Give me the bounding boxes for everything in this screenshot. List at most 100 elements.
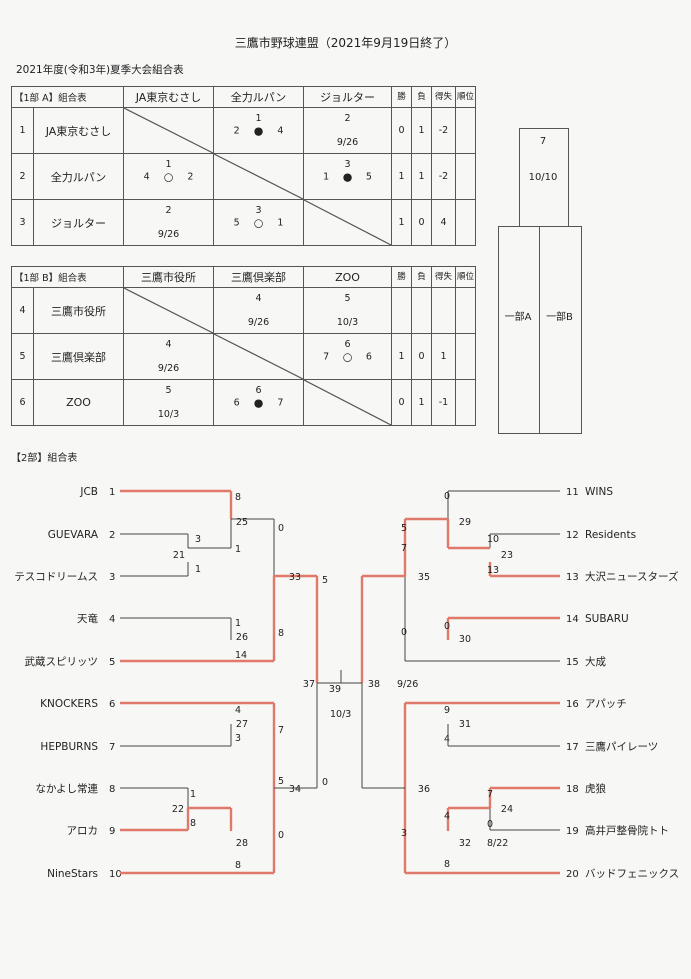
match-cell <box>213 153 304 200</box>
score: 7 <box>278 725 284 736</box>
team-name: 三鷹パイレーツ <box>585 740 658 753</box>
score: 0 <box>444 621 450 632</box>
score: 5 <box>278 776 284 787</box>
team-number: 4 <box>11 287 34 334</box>
match-cell <box>213 333 304 380</box>
game-number: 23 <box>501 550 513 561</box>
game-date: 9/26 <box>397 679 418 690</box>
game-date: 9/26 <box>336 137 359 148</box>
team-number: 6 <box>109 699 115 710</box>
game-number: 32 <box>459 838 471 849</box>
self-match-diagonal <box>124 288 213 333</box>
score: 0 <box>278 830 284 841</box>
team-name: NineStars <box>47 868 98 880</box>
team-number: 1 <box>109 487 115 498</box>
team-number: 20 <box>566 869 579 880</box>
game-number: 29 <box>459 517 471 528</box>
team-number: 3 <box>109 572 115 583</box>
league_b-col-team: ZOO <box>303 266 392 288</box>
game-number: 25 <box>236 517 248 528</box>
rank <box>455 287 476 334</box>
score-left: 4 <box>143 171 150 182</box>
score: 4 <box>444 734 450 745</box>
game-number: 22 <box>172 804 184 815</box>
team-name: アロカ <box>67 825 99 837</box>
score: 14 <box>235 650 247 661</box>
score: 3 <box>195 534 201 545</box>
score: 7 <box>487 789 493 800</box>
team-number: 18 <box>566 784 579 795</box>
score: 4 <box>444 811 450 822</box>
game-number: 31 <box>459 719 471 730</box>
score: 1 <box>195 564 201 575</box>
team-number: 2 <box>11 153 34 200</box>
team-name: 大沢ニュースターズ <box>585 570 678 583</box>
score: 0 <box>444 491 450 502</box>
match-cell: 3 5 1 ○ <box>213 199 304 246</box>
score-right: 7 <box>277 397 284 408</box>
game-number: 3 <box>255 205 262 216</box>
losses: 0 <box>411 199 432 246</box>
team-number: 2 <box>109 530 115 541</box>
team-number: 7 <box>109 742 115 753</box>
game-number: 33 <box>289 572 301 583</box>
game-number: 3 <box>344 159 351 170</box>
team-number: 3 <box>11 199 34 246</box>
final-game-number: 7 <box>539 136 547 147</box>
game-number: 30 <box>459 634 471 645</box>
win-header: 勝 <box>391 86 412 108</box>
score-right: 1 <box>277 217 284 228</box>
team-number: 1 <box>11 107 34 154</box>
team-name: 全力ルパン <box>33 153 124 200</box>
team-number: 9 <box>109 826 115 837</box>
team-number: 5 <box>109 657 115 668</box>
rank <box>455 333 476 380</box>
score: 7 <box>401 543 407 554</box>
league_b-label: 【1部 B】組合表 <box>11 266 124 288</box>
team-number: 19 <box>566 826 579 837</box>
game-number: 4 <box>165 339 172 350</box>
score: 9 <box>444 705 450 716</box>
score: 8 <box>278 628 284 639</box>
score-left: 5 <box>233 217 240 228</box>
game-number: 6 <box>255 385 262 396</box>
rank-header: 順位 <box>455 266 476 288</box>
win-header: 勝 <box>391 266 412 288</box>
score: 1 <box>235 544 241 555</box>
score: 8 <box>235 492 241 503</box>
losses: 1 <box>411 107 432 154</box>
team-name: Residents <box>585 529 636 541</box>
team-name: バッドフェニックス <box>585 868 679 880</box>
game-number: 24 <box>501 804 513 815</box>
self-match-diagonal <box>214 334 303 379</box>
game-number: 1 <box>255 113 262 124</box>
game-number: 6 <box>344 339 351 350</box>
run-diff: 1 <box>431 333 456 380</box>
result-mark: ○ <box>253 216 264 229</box>
team-name: ZOO <box>33 379 124 426</box>
team-name: 大成 <box>585 655 606 668</box>
team-name: SUBARU <box>585 613 629 625</box>
result-mark: ○ <box>342 350 353 363</box>
self-match-diagonal <box>304 380 391 425</box>
score: 5 <box>401 523 407 534</box>
wins: 0 <box>391 379 412 426</box>
wins: 1 <box>391 199 412 246</box>
div2-label: 【2部】組合表 <box>11 453 78 464</box>
team-number: 11 <box>566 487 579 498</box>
game-date: 8/22 <box>487 838 508 849</box>
score-left: 6 <box>233 397 240 408</box>
team-number: 13 <box>566 572 579 583</box>
score: 4 <box>235 705 241 716</box>
losses: 1 <box>411 153 432 200</box>
team-number: 6 <box>11 379 34 426</box>
score: 0 <box>278 523 284 534</box>
game-date: 9/26 <box>247 317 270 328</box>
